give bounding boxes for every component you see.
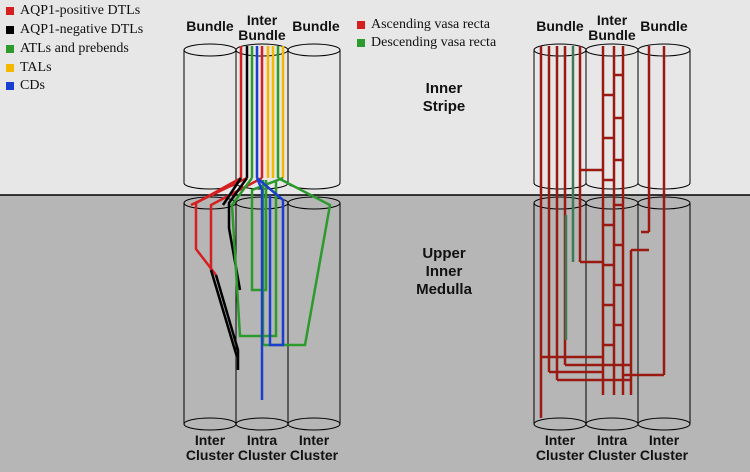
legend-swatch-red <box>357 21 365 29</box>
dtl-negative-path-1 <box>214 274 240 370</box>
label-text: Inter <box>544 432 576 448</box>
label-text: Inter <box>596 12 628 28</box>
label-text: Bundle <box>186 18 234 34</box>
right-label-intra-cluster: Intra Cluster <box>582 433 642 463</box>
legend-swatch-red <box>6 7 14 15</box>
legend-label: AQP1-positive DTLs <box>20 3 141 18</box>
cd-path-1 <box>255 177 264 400</box>
legend-label: AQP1-negative DTLs <box>20 22 144 37</box>
region-label-inner-stripe: Inner Stripe <box>404 80 484 116</box>
label-text: Inter <box>298 432 330 448</box>
left-label-inter-cluster-left: Inter Cluster <box>180 433 240 463</box>
label-text: Inter <box>246 12 278 28</box>
legend-swatch-green <box>6 45 14 53</box>
label-text: Bundle <box>238 27 286 43</box>
legend-label: Descending vasa recta <box>371 35 497 50</box>
label-text: Inter <box>648 432 680 448</box>
left-label-intra-cluster: Intra Cluster <box>232 433 292 463</box>
legend-item-atl-prebends: ATLs and prebends <box>6 41 129 57</box>
legend-swatch-black <box>6 26 14 34</box>
legend-item-aqp1-positive-dtl: AQP1-positive DTLs <box>6 3 140 19</box>
inner-stripe-band <box>0 0 750 195</box>
legend-swatch-blue <box>6 82 14 90</box>
left-upper-bundle-right <box>287 43 341 190</box>
avr-ladder <box>541 73 664 382</box>
right-label-bundle-right: Bundle <box>634 19 694 34</box>
dtl-negative-path-4 <box>221 177 243 206</box>
label-text: Cluster <box>185 447 235 463</box>
right-label-bundle-left: Bundle <box>530 19 590 34</box>
upper-inner-medulla-band <box>0 195 750 472</box>
label-text: Bundle <box>536 18 584 34</box>
label-text: Intra <box>596 432 628 448</box>
right-label-inter-bundle: Inter Bundle <box>582 13 642 43</box>
right-lower-inter-cluster-right <box>637 196 691 431</box>
atl-loop-inner <box>230 177 278 338</box>
region-label-line: Inner <box>425 80 463 97</box>
left-label-bundle-right: Bundle <box>286 19 346 34</box>
right-panel-cylinders <box>533 43 691 431</box>
label-text: Cluster <box>587 447 637 463</box>
legend-label: TALs <box>20 60 52 75</box>
left-label-bundle-left: Bundle <box>180 19 240 34</box>
dtl-negative-path-2 <box>209 269 239 358</box>
legend-item-descending-vasa-recta: Descending vasa recta <box>357 35 496 51</box>
region-label-line: Stripe <box>422 98 466 115</box>
legend-item-ascending-vasa-recta: Ascending vasa recta <box>357 17 490 33</box>
label-text: Cluster <box>289 447 339 463</box>
legend-item-tal: TALs <box>6 60 52 76</box>
legend-item-aqp1-negative-dtl: AQP1-negative DTLs <box>6 22 143 38</box>
label-text: Inter <box>194 432 226 448</box>
legend-swatch-green <box>357 39 365 47</box>
legend-swatch-yellow <box>6 64 14 72</box>
left-label-inter-bundle: Inter Bundle <box>232 13 292 43</box>
right-label-inter-cluster-right: Inter Cluster <box>634 433 694 463</box>
label-text: Cluster <box>237 447 287 463</box>
label-text: Bundle <box>292 18 340 34</box>
region-label-line: Inner <box>425 263 463 280</box>
legend-label: CDs <box>20 78 45 93</box>
region-label-line: Medulla <box>416 281 472 298</box>
region-label-line: Upper <box>422 245 466 262</box>
left-label-inter-cluster-right: Inter Cluster <box>284 433 344 463</box>
label-text: Bundle <box>588 27 636 43</box>
label-text: Bundle <box>640 18 688 34</box>
right-panel-vessels <box>539 46 666 418</box>
legend-label: Ascending vasa recta <box>371 17 490 32</box>
region-label-upper-inner-medulla: Upper Inner Medulla <box>404 245 484 299</box>
label-text: Intra <box>246 432 278 448</box>
left-panel-tubules <box>190 46 332 400</box>
label-text: Cluster <box>639 447 689 463</box>
legend-label: ATLs and prebends <box>20 41 129 56</box>
right-label-inter-cluster-left: Inter Cluster <box>530 433 590 463</box>
legend-item-cd: CDs <box>6 78 45 94</box>
label-text: Cluster <box>535 447 585 463</box>
atl-loop-short <box>250 176 284 292</box>
cd-path-2 <box>256 177 285 347</box>
